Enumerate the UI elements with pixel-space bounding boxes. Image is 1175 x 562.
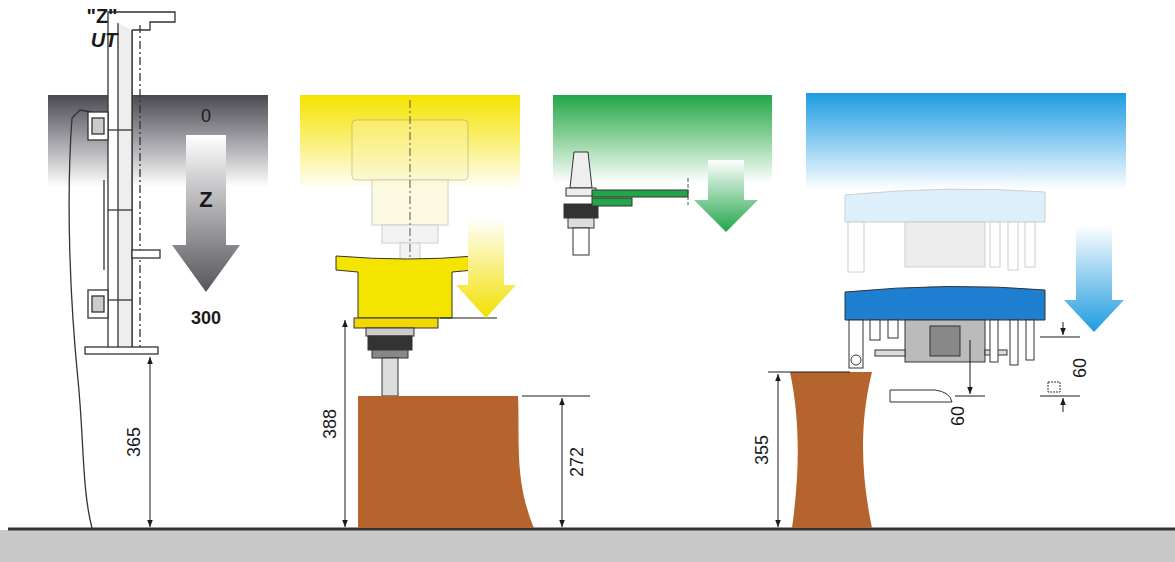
reference-line	[440, 318, 497, 319]
dimension-value: 272	[568, 447, 586, 477]
axis-title: UT	[91, 30, 118, 50]
floor	[0, 530, 1175, 562]
z-axis-arrow	[172, 135, 240, 292]
tool-holder	[564, 152, 688, 255]
axis-line	[688, 178, 689, 205]
extension-line	[1040, 396, 1080, 397]
spindle	[336, 256, 474, 396]
z-axis-arrow	[456, 218, 516, 318]
hatch	[108, 299, 132, 300]
dimension-value: 355	[753, 435, 771, 465]
aggregate-head	[845, 286, 1060, 402]
dimension-line	[778, 374, 779, 527]
axis-line	[139, 25, 140, 350]
axis-title: "Z"	[86, 6, 117, 26]
dimension-line	[345, 320, 346, 527]
workpiece	[790, 372, 872, 528]
carriage-block	[88, 290, 108, 318]
column-rail	[108, 18, 132, 350]
z-axis-arrow	[1064, 225, 1124, 332]
extension-line	[768, 372, 850, 373]
aggregate-ghost	[845, 189, 1045, 272]
grey-band	[48, 95, 268, 187]
dimension-line	[1063, 322, 1064, 335]
z-axis-arrow	[694, 160, 758, 232]
dimension-line	[970, 340, 971, 394]
dimension-value: 388	[321, 409, 339, 439]
extension-line	[955, 396, 985, 397]
axis-name: Z	[199, 189, 212, 211]
carriage-block	[92, 296, 104, 312]
dimension-value: 60	[949, 406, 967, 426]
carriage-plate	[103, 180, 104, 270]
axis-end: 300	[191, 309, 221, 327]
hatch	[108, 209, 132, 210]
carriage-block	[92, 118, 104, 134]
dimension-line	[1063, 398, 1064, 412]
dimension-line	[150, 357, 151, 527]
base-plate	[85, 347, 158, 354]
hatch	[108, 129, 132, 130]
dimension-value: 365	[125, 427, 143, 457]
dimension-value: 60	[1071, 358, 1089, 378]
machine-column	[69, 12, 175, 528]
extension-line	[1040, 337, 1080, 338]
dimension-line	[562, 398, 563, 527]
top-bracket	[108, 12, 175, 30]
machine-outline	[69, 118, 92, 528]
blue-band	[806, 93, 1126, 190]
axis-start: 0	[201, 107, 211, 125]
side-arm	[132, 250, 160, 258]
carriage-block	[88, 112, 108, 140]
workpiece	[358, 396, 534, 528]
floor-line	[8, 528, 1175, 531]
extension-line	[522, 396, 590, 397]
